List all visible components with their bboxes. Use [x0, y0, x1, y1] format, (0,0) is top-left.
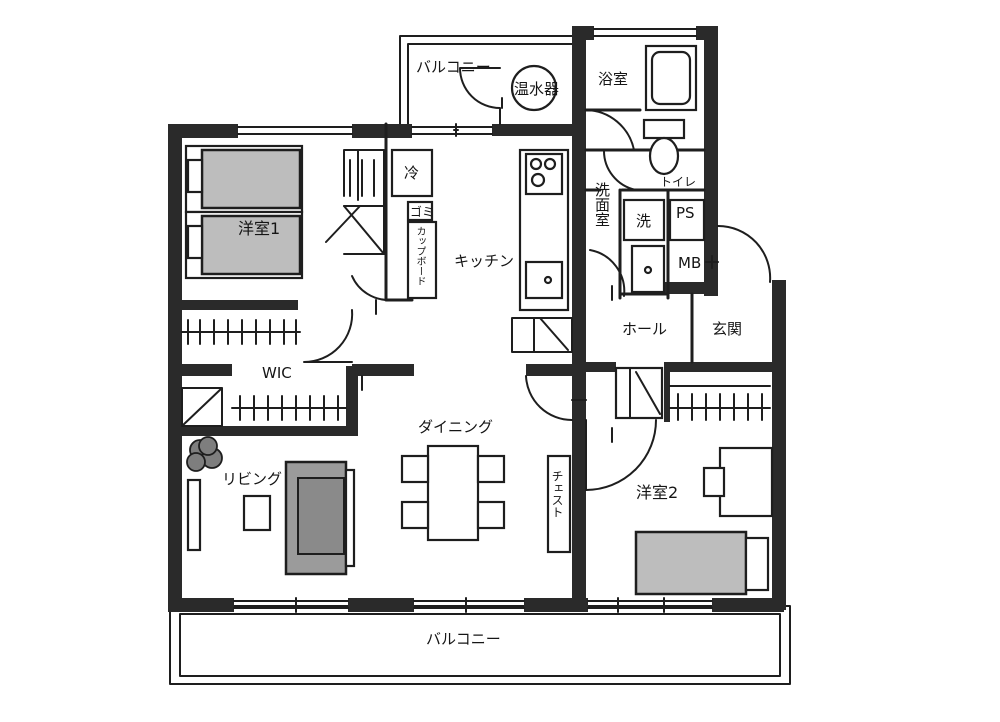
top-balcony — [399, 35, 573, 131]
label-ps: PS — [676, 204, 695, 222]
label-dining: ダイニング — [418, 418, 493, 436]
label-western1: 洋室1 — [238, 219, 280, 238]
label-washroom: 洗面室 — [593, 182, 611, 227]
label-wic: WIC — [262, 364, 292, 382]
bath-fixtures — [510, 44, 706, 294]
label-water-heater: 温水器 — [514, 80, 559, 98]
label-chest: チェスト — [550, 470, 564, 518]
kitchen-storage — [390, 148, 438, 300]
exterior-walls — [168, 26, 786, 612]
label-entrance: 玄関 — [712, 320, 742, 338]
label-balcony-bottom: バルコニー — [426, 630, 501, 648]
living-furniture — [186, 436, 356, 576]
label-balcony-top: バルコニー — [416, 58, 491, 76]
label-mb: MB — [678, 254, 701, 272]
label-living: リビング — [222, 470, 282, 488]
dining-set — [400, 444, 572, 554]
label-washer: 洗 — [636, 212, 651, 230]
label-toilet: トイレ — [660, 175, 696, 189]
room-labels: 洋室1 WIC リビング ダイニング キッチン 浴室 トイレ ホール 玄関 洋室… — [222, 58, 742, 648]
interior-walls — [182, 108, 772, 436]
doors — [303, 67, 772, 491]
bottom-balcony — [169, 605, 791, 685]
bedroom1-furniture — [184, 144, 385, 280]
sill-ticks — [295, 97, 665, 613]
label-kitchen: キッチン — [454, 252, 514, 270]
label-hall: ホール — [622, 320, 667, 338]
label-western2: 洋室2 — [636, 483, 678, 502]
label-fridge: 冷 — [404, 164, 419, 182]
fixture-labels: 温水器 冷 ゴミ 洗 PS MB — [404, 80, 719, 272]
wic-shelves — [181, 319, 347, 427]
label-bathroom: 浴室 — [598, 70, 628, 88]
bedroom2-furniture — [614, 366, 774, 596]
kitchen-counter — [518, 148, 570, 312]
label-cupboard: カップボード — [414, 226, 425, 286]
label-trash: ゴミ — [410, 204, 434, 219]
